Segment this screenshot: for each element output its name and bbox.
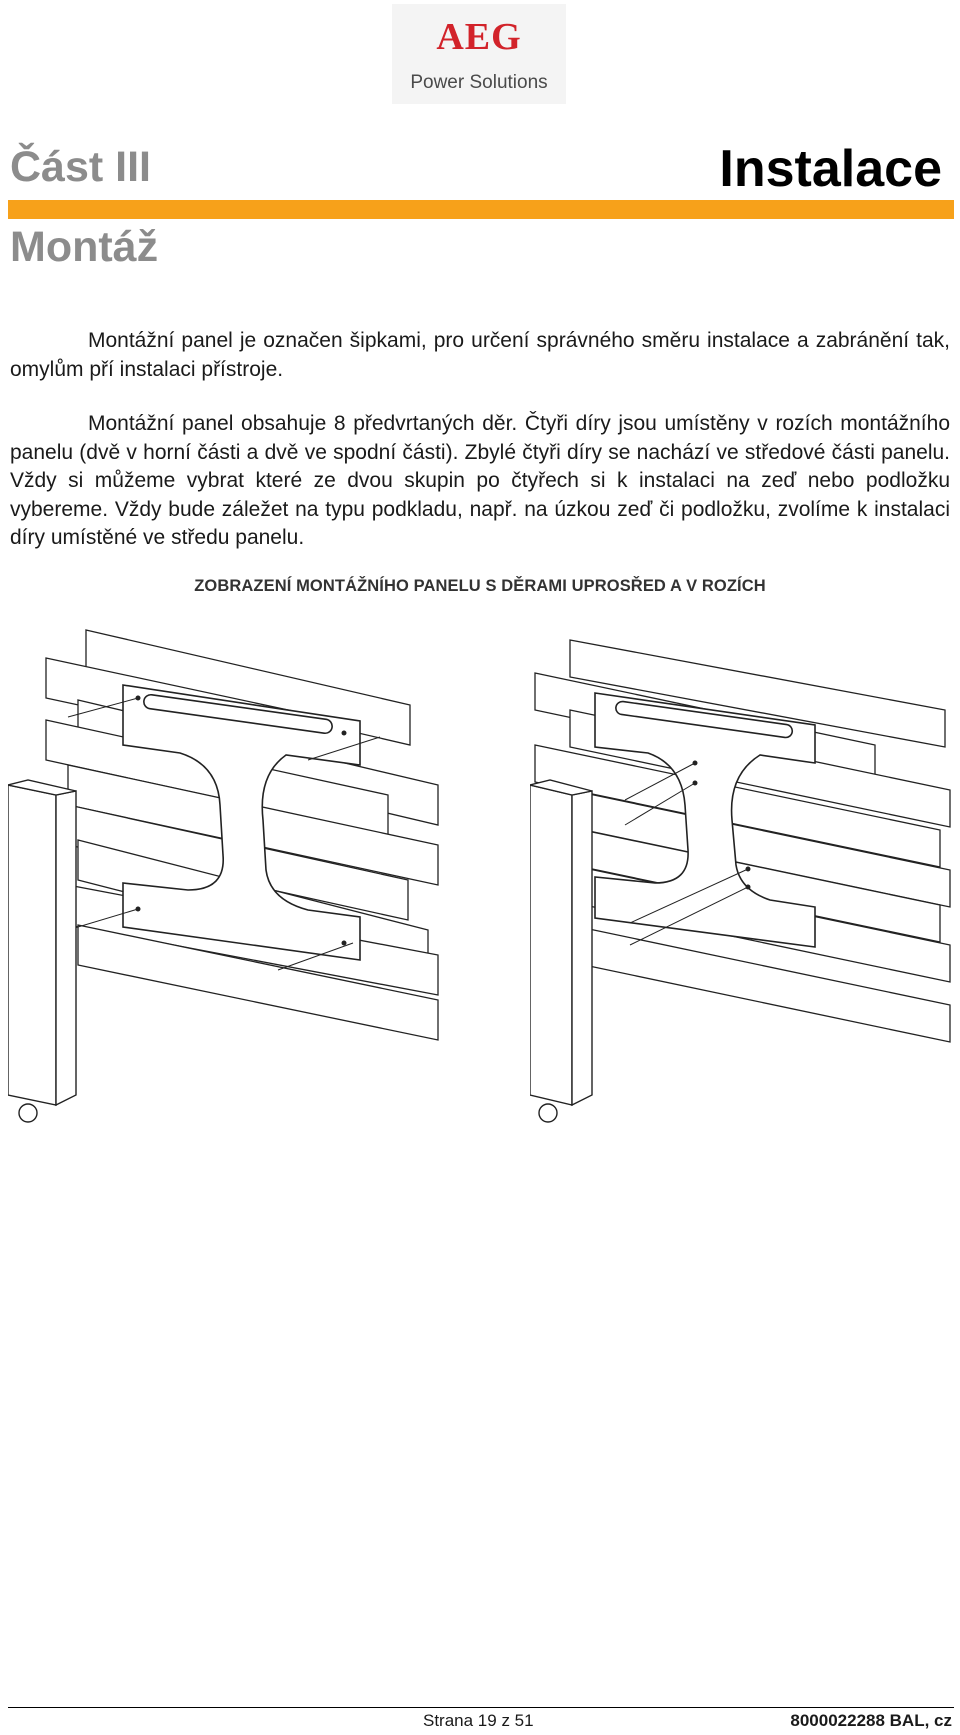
logo-brand: AEG <box>436 16 522 58</box>
ups-cabinet <box>530 779 593 1123</box>
part-heading: Část III <box>10 143 151 191</box>
screw-guides <box>67 697 381 971</box>
page-number: Strana 19 z 51 <box>423 1711 534 1730</box>
mounting-panel <box>594 692 816 948</box>
mounting-diagram-corner-holes <box>8 629 439 1123</box>
mounting-diagram-center-holes <box>530 639 951 1123</box>
mounting-holes <box>135 695 347 946</box>
ups-cabinet <box>8 779 77 1123</box>
paragraph-2: Montážní panel obsahuje 8 předvrtaných d… <box>10 412 950 549</box>
document-id: 8000022288 BAL, cz <box>790 1711 952 1730</box>
header-divider <box>8 200 954 219</box>
mounting-panel <box>122 684 361 961</box>
footer-divider <box>8 1707 954 1708</box>
aeg-logo: AEG Power Solutions <box>392 4 566 104</box>
figure-caption: ZOBRAZENÍ MONTÁŽNÍHO PANELU S DĚRAMI UPR… <box>194 577 766 595</box>
paragraph-1: Montážní panel je označen šipkami, pro u… <box>10 329 950 381</box>
section-heading: Instalace <box>719 140 942 198</box>
logo-tagline: Power Solutions <box>410 72 548 93</box>
subsection-heading: Montáž <box>10 223 159 271</box>
screw-guides <box>624 762 749 946</box>
